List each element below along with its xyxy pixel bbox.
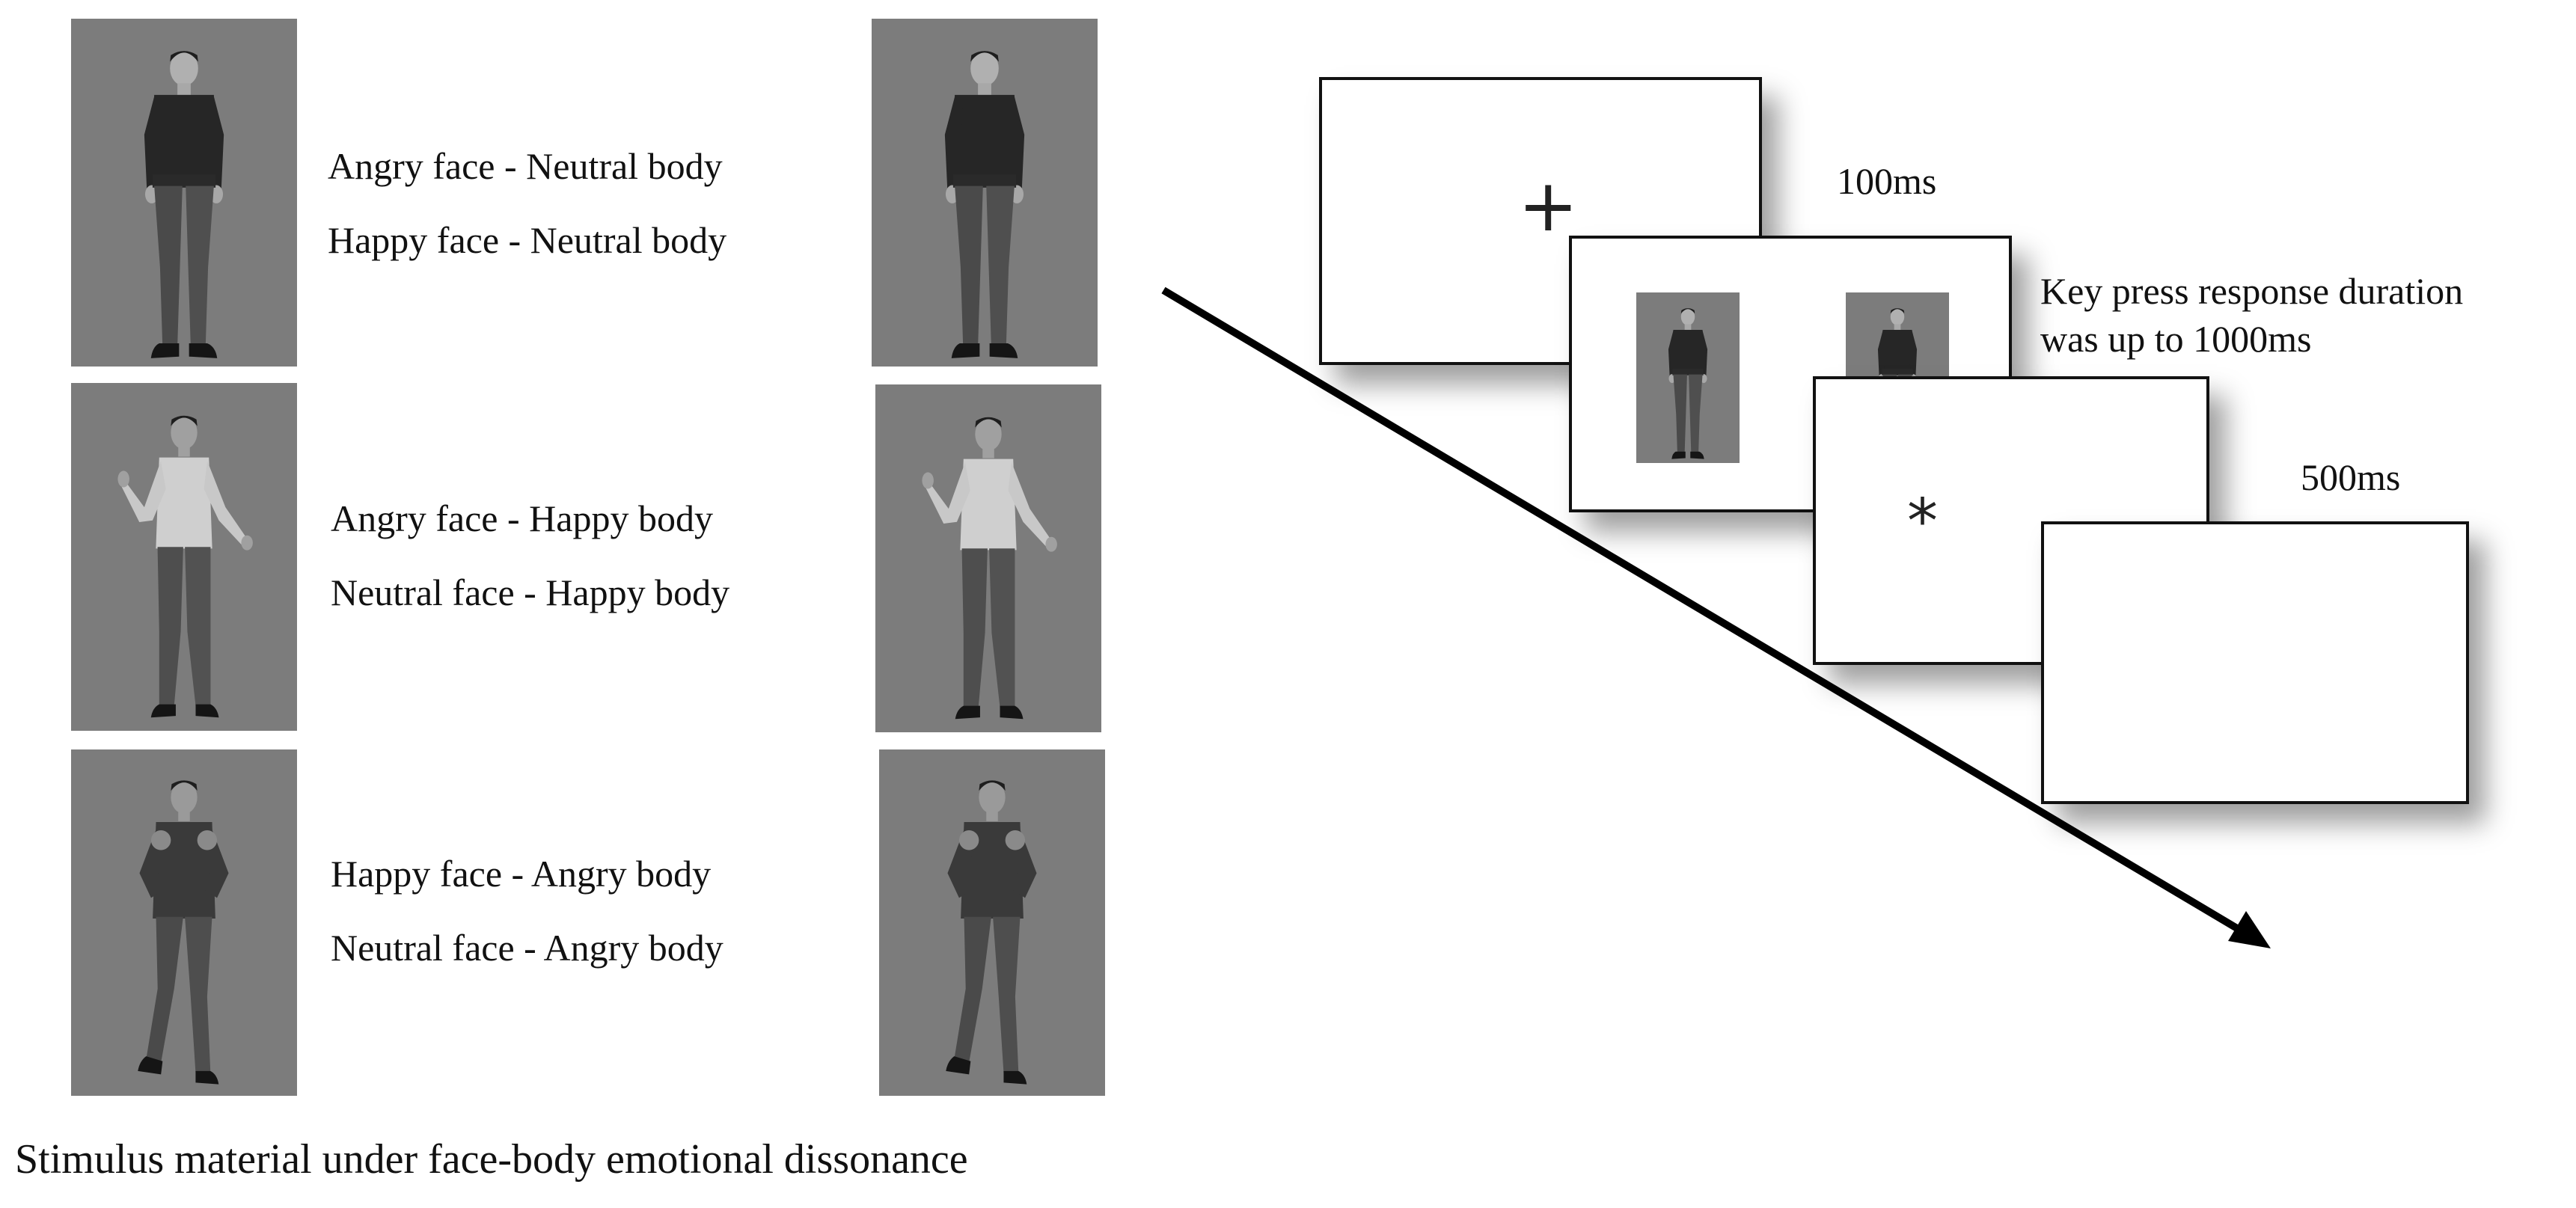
- stimulus-label-row3-b: Neutral face - Angry body: [331, 927, 723, 969]
- blank-screen: [2041, 521, 2469, 804]
- stimulus-label-row3-a: Happy face - Angry body: [331, 853, 712, 895]
- stimulus-image-row3-right: [879, 749, 1105, 1096]
- stimulus-image-row2-left: [71, 383, 297, 731]
- human-figure-neutral-body: [1668, 308, 1708, 459]
- human-figure-angry-body: [138, 780, 229, 1085]
- human-figure-happy-body: [922, 417, 1057, 720]
- stimulus-image-row2-right: [875, 384, 1101, 732]
- stimulus-label-row1-a: Angry face - Neutral body: [328, 145, 723, 187]
- stimulus-label-row2-a: Angry face - Happy body: [331, 497, 713, 539]
- human-figure-neutral-body: [944, 51, 1025, 358]
- stimulus-image-row3-left: [71, 749, 297, 1096]
- asterisk-duration: 500ms: [2301, 456, 2401, 498]
- asterisk-screen: *: [1813, 376, 2209, 665]
- stimulus-label-row1-b: Happy face - Neutral body: [328, 219, 727, 261]
- fixation-cross-icon: +: [1518, 164, 1579, 248]
- human-figure-happy-body: [117, 415, 253, 718]
- stimulus-image-row1-left: [71, 19, 297, 367]
- stimulus-label-row2-b: Neutral face - Happy body: [331, 571, 730, 613]
- stimulus-image-row1-right: [872, 19, 1098, 367]
- asterisk-icon: *: [1907, 486, 1938, 557]
- fixation-duration: 100ms: [1837, 160, 1937, 202]
- response-duration-line2: was up to 1000ms: [2040, 318, 2312, 360]
- human-figure-neutral-body: [144, 51, 224, 358]
- figure-caption: Stimulus material under face-body emotio…: [15, 1136, 968, 1183]
- response-duration-line1: Key press response duration: [2040, 270, 2464, 312]
- stimulus-thumbnail-left: [1636, 292, 1740, 463]
- human-figure-angry-body: [946, 780, 1037, 1085]
- response-duration-text: Key press response duration was up to 10…: [2040, 267, 2463, 363]
